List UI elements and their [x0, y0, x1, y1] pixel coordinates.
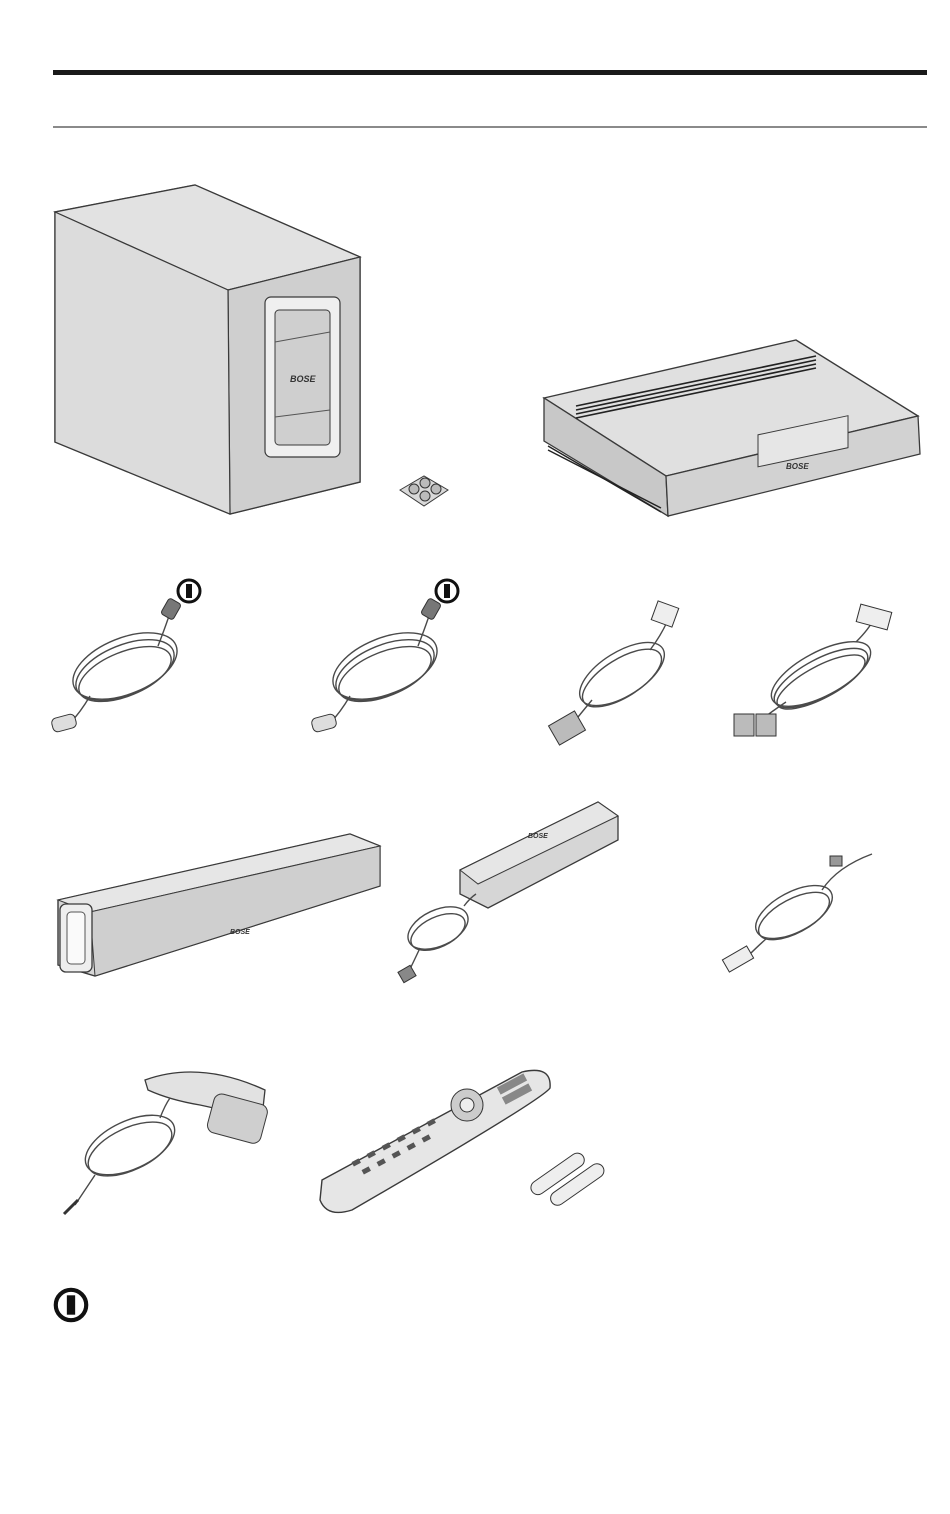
bass-module-logo: BOSE	[290, 374, 317, 384]
power-supply-illustration: BOSE	[398, 798, 623, 988]
footnote-region-icon	[53, 1287, 89, 1328]
region-specific-icon	[176, 578, 202, 609]
console-logo: BOSE	[786, 462, 809, 471]
remote-control-illustration	[312, 1060, 557, 1220]
hdmi-cable-illustration	[542, 602, 692, 747]
region-specific-icon	[434, 578, 460, 609]
bass-module-illustration: BOSE	[50, 182, 375, 517]
speaker-cable-illustration	[726, 602, 901, 747]
console-illustration: BOSE	[536, 336, 931, 521]
rubber-feet-illustration	[398, 474, 450, 508]
batteries-illustration	[528, 1150, 608, 1210]
power-supply-logo: BOSE	[528, 833, 548, 840]
soundbar-illustration: BOSE	[50, 830, 385, 980]
header-rule-thin	[53, 126, 927, 128]
soundbar-logo: BOSE	[230, 929, 250, 936]
usb-cable-illustration	[722, 842, 887, 977]
headset-illustration	[60, 1060, 280, 1220]
header-rule-thick	[53, 70, 927, 75]
